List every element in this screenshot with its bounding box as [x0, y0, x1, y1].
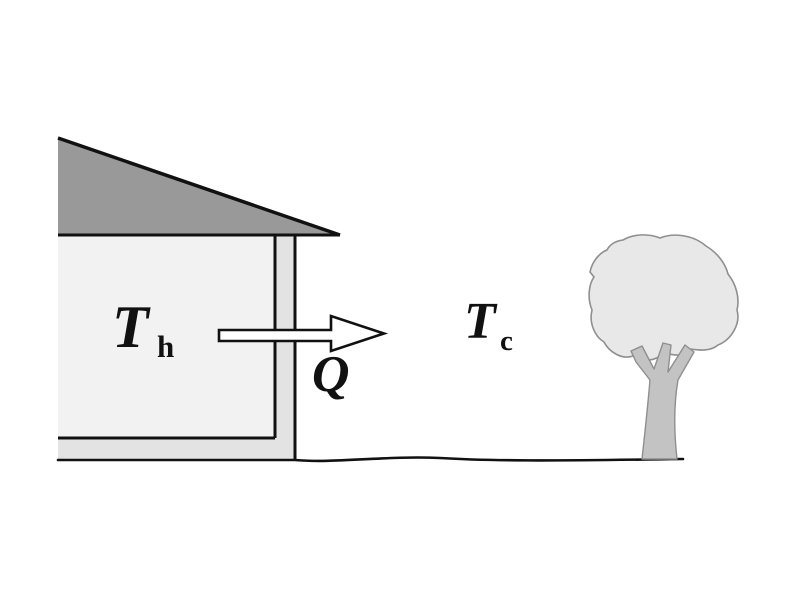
label-outside-temperature: T c [464, 293, 513, 357]
outside-temperature-symbol: T [464, 293, 498, 350]
tree [588, 234, 739, 460]
inside-temperature-subscript: h [157, 329, 174, 364]
tree-trunk [630, 342, 695, 460]
roof-slope-line [57, 136, 341, 237]
heat-flow-symbol: Q [312, 346, 350, 403]
label-inside-temperature: T h [112, 294, 174, 364]
inside-temperature-symbol: T [112, 294, 151, 360]
outside-temperature-subscript: c [500, 325, 513, 357]
ground-line [56, 456, 685, 463]
label-heat-flow: Q [312, 346, 350, 403]
tree-canopy [588, 234, 739, 361]
heat-flow-arrow [217, 314, 389, 353]
